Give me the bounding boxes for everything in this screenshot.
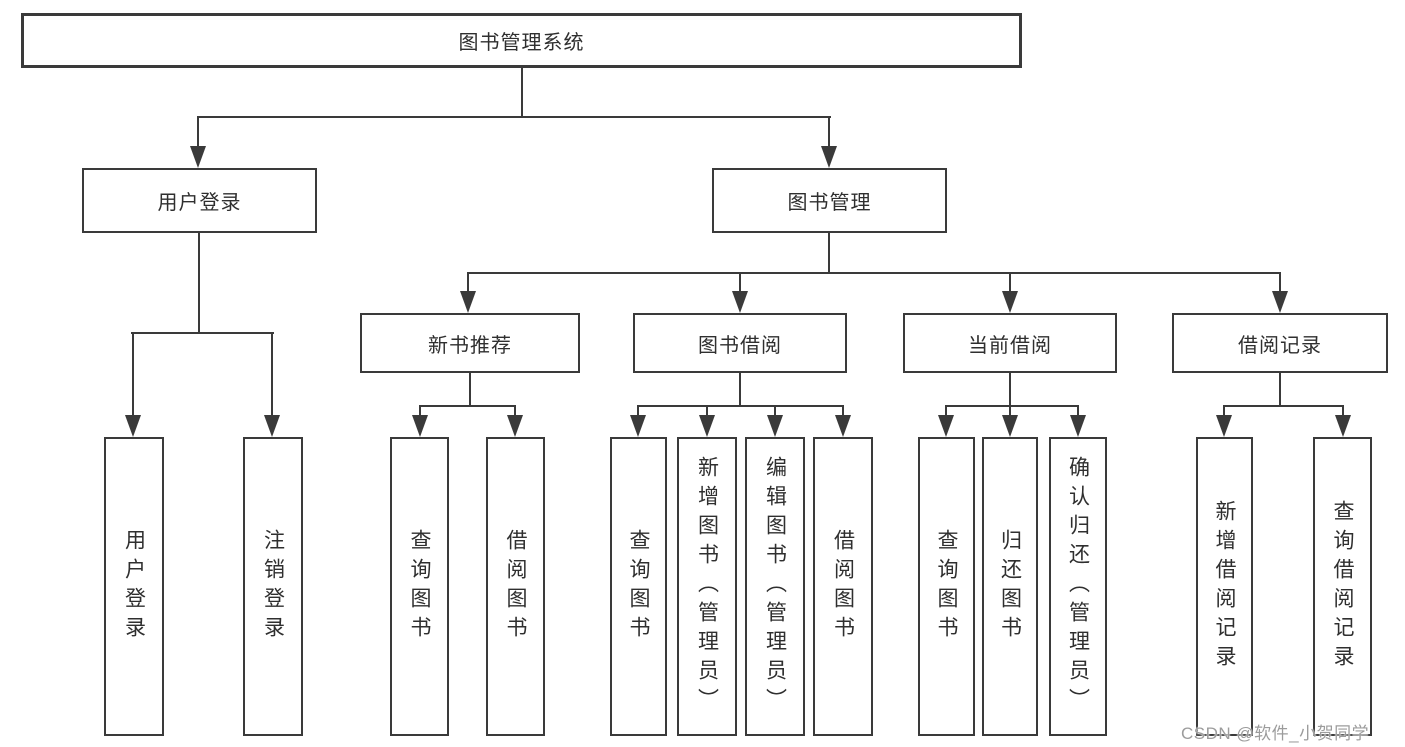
node-leaf-edit-book-admin: 编辑图书（管理员） (745, 437, 805, 736)
node-current-borrowing: 当前借阅 (903, 313, 1117, 373)
arrowhead-down (1002, 415, 1018, 437)
node-label: 新增借阅记录 (1213, 499, 1236, 674)
connector-line (197, 116, 831, 118)
connector-line (637, 405, 639, 417)
node-label: 查询图书 (935, 528, 958, 645)
node-leaf-borrow-books-recommend: 借阅图书 (486, 437, 545, 736)
node-label: 新书推荐 (428, 334, 512, 357)
connector-line (828, 233, 830, 274)
connector-line (198, 233, 200, 334)
node-label: 查询借阅记录 (1331, 499, 1354, 674)
node-new-book-recommend: 新书推荐 (360, 313, 580, 373)
connector-line (1009, 373, 1011, 406)
connector-line (1009, 272, 1011, 293)
connector-line (1077, 405, 1079, 417)
connector-line (521, 68, 523, 118)
arrowhead-down (1002, 291, 1018, 313)
connector-line (1223, 405, 1225, 417)
node-label: 借阅图书 (504, 528, 527, 645)
node-leaf-add-book-admin: 新增图书（管理员） (677, 437, 737, 736)
arrowhead-down (507, 415, 523, 437)
node-leaf-query-books-borrowing: 查询图书 (610, 437, 667, 736)
connector-line (469, 373, 471, 406)
connector-line (131, 332, 274, 334)
arrowhead-down (412, 415, 428, 437)
connector-line (132, 332, 134, 417)
arrowhead-down (835, 415, 851, 437)
node-book-borrowing: 图书借阅 (633, 313, 847, 373)
node-label: 归还图书 (998, 528, 1022, 645)
connector-line (637, 405, 844, 407)
arrowhead-down (460, 291, 476, 313)
node-label: 当前借阅 (968, 334, 1052, 357)
arrowhead-down (1216, 415, 1232, 437)
connector-line (945, 405, 1079, 407)
connector-line (842, 405, 844, 417)
node-leaf-return-books: 归还图书 (982, 437, 1038, 736)
connector-line (1009, 405, 1011, 417)
connector-line (1279, 272, 1281, 293)
arrowhead-down (1272, 291, 1288, 313)
arrowhead-down (821, 146, 837, 168)
node-leaf-query-books-recommend: 查询图书 (390, 437, 449, 736)
node-label: 图书管理系统 (458, 32, 585, 54)
connector-line (774, 405, 776, 417)
node-label: 查询图书 (408, 528, 431, 645)
node-label: 用户登录 (122, 528, 146, 645)
csdn-watermark: CSDN @软件_小贺同学 (1181, 724, 1370, 743)
node-leaf-user-login: 用户登录 (104, 437, 164, 736)
connector-line (706, 405, 708, 417)
arrowhead-down (767, 415, 783, 437)
node-user-login: 用户登录 (82, 168, 317, 233)
arrowhead-down (630, 415, 646, 437)
arrowhead-down (1335, 415, 1351, 437)
node-label: 图书管理 (787, 192, 872, 214)
node-leaf-query-books-current: 查询图书 (918, 437, 975, 736)
connector-line (467, 272, 1281, 274)
connector-line (739, 272, 741, 293)
node-borrow-records: 借阅记录 (1172, 313, 1388, 373)
node-leaf-confirm-return-admin: 确认归还（管理员） (1049, 437, 1107, 736)
arrowhead-down (1070, 415, 1086, 437)
node-label: 借阅记录 (1238, 334, 1322, 357)
node-label: 用户登录 (157, 192, 242, 214)
arrowhead-down (732, 291, 748, 313)
connector-line (514, 405, 516, 417)
node-leaf-logout: 注销登录 (243, 437, 303, 736)
arrowhead-down (190, 146, 206, 168)
node-label: 借阅图书 (831, 528, 855, 645)
node-leaf-borrow-books-borrowing: 借阅图书 (813, 437, 873, 736)
arrowhead-down (125, 415, 141, 437)
connector-line (945, 405, 947, 417)
node-root-library-system: 图书管理系统 (21, 13, 1022, 68)
node-label: 新增图书（管理员） (695, 456, 719, 717)
node-label: 确认归还（管理员） (1066, 456, 1090, 717)
connector-line (1342, 405, 1344, 417)
arrowhead-down (938, 415, 954, 437)
connector-line (828, 116, 830, 148)
connector-line (419, 405, 421, 417)
node-label: 注销登录 (261, 528, 285, 645)
node-label: 查询图书 (627, 528, 650, 645)
arrowhead-down (264, 415, 280, 437)
node-leaf-add-borrow-record: 新增借阅记录 (1196, 437, 1253, 736)
connector-line (271, 332, 273, 417)
node-leaf-query-borrow-record: 查询借阅记录 (1313, 437, 1372, 736)
arrowhead-down (699, 415, 715, 437)
connector-line (467, 272, 469, 293)
connector-line (197, 116, 199, 148)
connector-line (1279, 373, 1281, 406)
connector-line (419, 405, 516, 407)
connector-line (1223, 405, 1344, 407)
node-book-management: 图书管理 (712, 168, 947, 233)
node-label: 图书借阅 (698, 334, 782, 357)
node-label: 编辑图书（管理员） (763, 456, 787, 717)
connector-line (739, 373, 741, 406)
